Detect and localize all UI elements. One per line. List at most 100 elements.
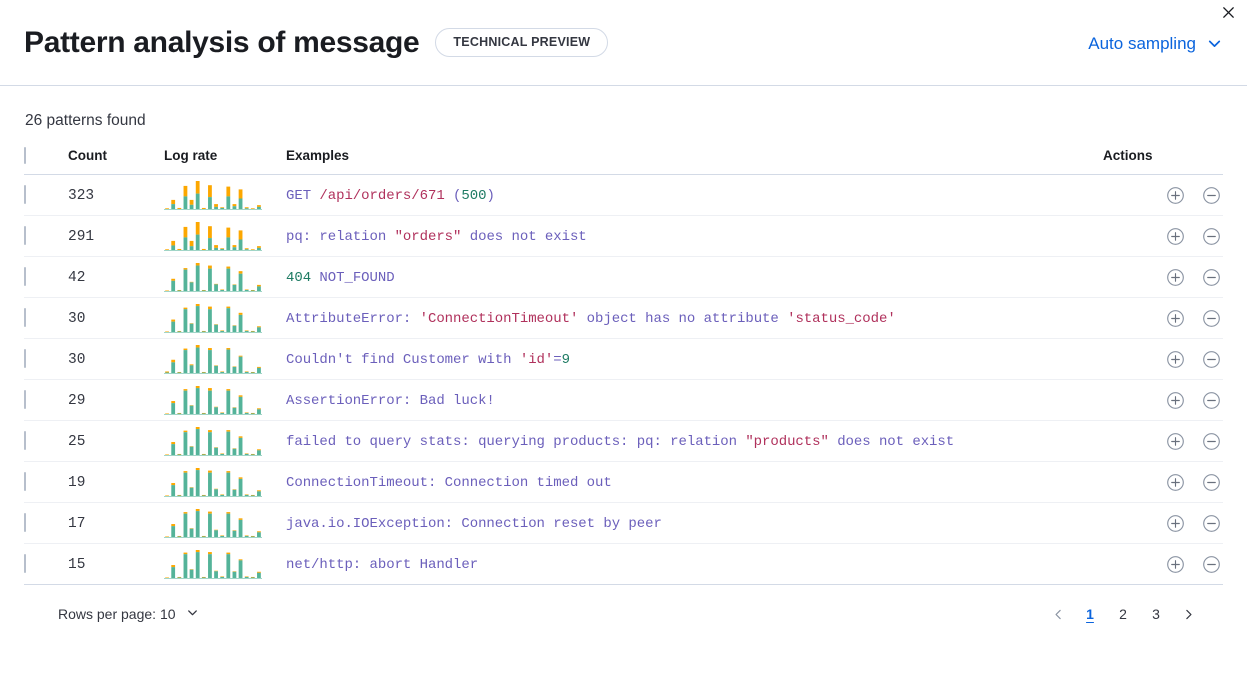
code-token-string: 'ConnectionTimeout' [419, 311, 579, 327]
row-count-cell: 15 [68, 543, 164, 585]
row-example-text: GET /api/orders/671 (500) [286, 188, 495, 204]
row-checkbox[interactable] [24, 513, 26, 532]
code-token-base: Couldn't find Customer with [286, 352, 520, 368]
remove-filter-icon[interactable] [1202, 309, 1221, 328]
pagination-page-2[interactable]: 2 [1119, 606, 1127, 622]
row-example-text: ConnectionTimeout: Connection timed out [286, 475, 612, 491]
pagination-prev-button[interactable] [1047, 601, 1069, 627]
table-row[interactable]: 42 404 NOT_FOUND [24, 256, 1223, 298]
remove-filter-icon[interactable] [1202, 555, 1221, 574]
close-button[interactable] [1215, 2, 1241, 28]
remove-filter-icon[interactable] [1202, 473, 1221, 492]
code-token-string: "products" [745, 434, 829, 450]
row-checkbox[interactable] [24, 349, 26, 368]
remove-filter-icon[interactable] [1202, 391, 1221, 410]
table-row[interactable]: 323 GET /api/orders/671 (500) [24, 174, 1223, 216]
add-filter-icon[interactable] [1166, 268, 1185, 287]
add-filter-icon[interactable] [1166, 473, 1185, 492]
row-checkbox[interactable] [24, 472, 26, 491]
remove-filter-icon[interactable] [1202, 227, 1221, 246]
remove-filter-icon[interactable] [1202, 186, 1221, 205]
code-token-base: AssertionError: Bad luck! [286, 393, 495, 409]
row-checkbox[interactable] [24, 226, 26, 245]
code-token-base: java.io.IOException: Connection reset by… [286, 516, 662, 532]
row-count-value: 19 [68, 475, 86, 491]
close-icon [1221, 5, 1236, 25]
table-body: 323 GET /api/orders/671 (500) 29 [24, 174, 1223, 585]
add-filter-icon[interactable] [1166, 227, 1185, 246]
pagination-page-3[interactable]: 3 [1152, 606, 1160, 622]
table-row[interactable]: 15 net/http: abort Handler [24, 543, 1223, 585]
row-actions-cell [1103, 461, 1223, 503]
table-row[interactable]: 19 ConnectionTimeout: Connection timed o… [24, 461, 1223, 503]
log-rate-sparkline [164, 467, 286, 497]
table-row[interactable]: 29 AssertionError: Bad luck! [24, 379, 1223, 421]
table-row[interactable]: 30 AttributeError: 'ConnectionTimeout' o… [24, 297, 1223, 339]
code-token-string: 'status_code' [787, 311, 896, 327]
row-checkbox[interactable] [24, 267, 26, 286]
code-token-base: failed to query stats: querying products… [286, 434, 746, 450]
add-filter-icon[interactable] [1166, 391, 1185, 410]
row-example-cell: pq: relation "orders" does not exist [286, 215, 1103, 257]
add-filter-icon[interactable] [1166, 432, 1185, 451]
code-token-number: 500 [461, 188, 487, 204]
table-row[interactable]: 25 failed to query stats: querying produ… [24, 420, 1223, 462]
row-select-cell [24, 502, 68, 544]
row-select-cell [24, 379, 68, 421]
add-filter-icon[interactable] [1166, 309, 1185, 328]
row-select-cell [24, 338, 68, 380]
row-count-value: 17 [68, 516, 86, 532]
table-row[interactable]: 17 java.io.IOException: Connection reset… [24, 502, 1223, 544]
row-count-value: 30 [68, 352, 86, 368]
row-actions-cell [1103, 543, 1223, 585]
row-actions-cell [1103, 379, 1223, 421]
code-token-base: = [553, 352, 562, 368]
log-rate-sparkline [164, 221, 286, 251]
code-token-base: ) [486, 188, 495, 204]
log-rate-sparkline [164, 344, 286, 374]
log-rate-sparkline [164, 180, 286, 210]
log-rate-sparkline [164, 385, 286, 415]
row-count-value: 25 [68, 434, 86, 450]
column-header-log-rate[interactable]: Log rate [164, 148, 286, 175]
row-log-rate-cell [164, 379, 286, 421]
row-checkbox[interactable] [24, 431, 26, 450]
row-checkbox[interactable] [24, 308, 26, 327]
row-count-cell: 17 [68, 502, 164, 544]
rows-per-page-selector[interactable]: Rows per page: 10 [58, 605, 200, 623]
remove-filter-icon[interactable] [1202, 268, 1221, 287]
row-count-cell: 25 [68, 420, 164, 462]
remove-filter-icon[interactable] [1202, 432, 1221, 451]
row-count-cell: 30 [68, 297, 164, 339]
code-token-base: ConnectionTimeout: Connection timed out [286, 475, 612, 491]
row-log-rate-cell [164, 297, 286, 339]
remove-filter-icon[interactable] [1202, 350, 1221, 369]
column-header-examples[interactable]: Examples [286, 148, 1103, 175]
row-actions-cell [1103, 338, 1223, 380]
table-row[interactable]: 30 Couldn't find Customer with 'id'=9 [24, 338, 1223, 380]
row-example-cell: net/http: abort Handler [286, 543, 1103, 585]
select-all-checkbox[interactable] [24, 147, 26, 164]
table-row[interactable]: 291 pq: relation "orders" does not exist [24, 215, 1223, 257]
pagination-next-button[interactable] [1177, 601, 1199, 627]
code-token-base: net/http: abort Handler [286, 557, 479, 573]
add-filter-icon[interactable] [1166, 555, 1185, 574]
pagination-page-1[interactable]: 1 [1086, 606, 1094, 622]
row-example-cell: ConnectionTimeout: Connection timed out [286, 461, 1103, 503]
row-count-cell: 30 [68, 338, 164, 380]
auto-sampling-selector[interactable]: Auto sampling [1088, 32, 1223, 54]
row-checkbox[interactable] [24, 554, 26, 573]
row-example-cell: Couldn't find Customer with 'id'=9 [286, 338, 1103, 380]
row-actions-cell [1103, 502, 1223, 544]
column-header-count[interactable]: Count [68, 148, 164, 175]
row-checkbox[interactable] [24, 390, 26, 409]
code-token-base: pq: relation [286, 229, 395, 245]
row-example-text: AttributeError: 'ConnectionTimeout' obje… [286, 311, 896, 327]
row-select-cell [24, 461, 68, 503]
add-filter-icon[interactable] [1166, 350, 1185, 369]
add-filter-icon[interactable] [1166, 186, 1185, 205]
add-filter-icon[interactable] [1166, 514, 1185, 533]
select-all-header [24, 147, 68, 175]
row-checkbox[interactable] [24, 185, 26, 204]
remove-filter-icon[interactable] [1202, 514, 1221, 533]
